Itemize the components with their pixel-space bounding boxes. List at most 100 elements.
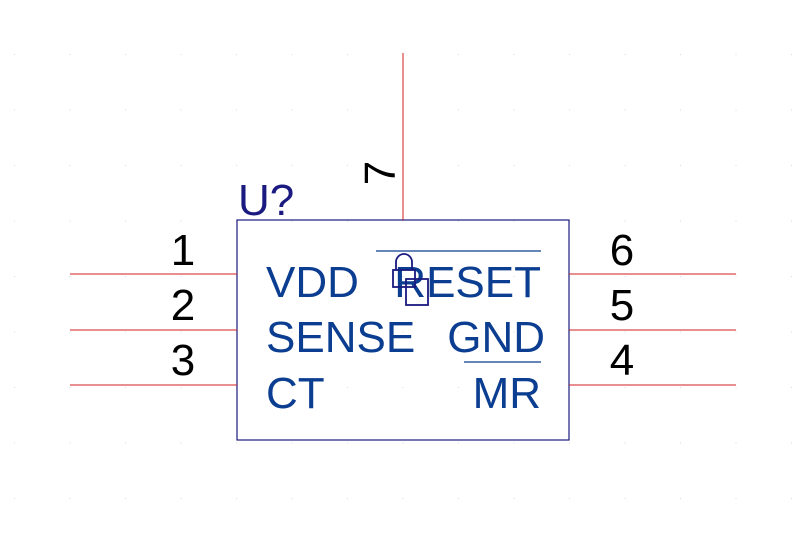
- grid-dot: [624, 165, 626, 166]
- grid-dot: [458, 276, 459, 277]
- grid-dot: [291, 498, 293, 499]
- pin-7-number: 7: [356, 161, 405, 185]
- pin-4-name: MR: [473, 369, 541, 418]
- grid-dot: [69, 331, 71, 333]
- grid-dot: [347, 165, 348, 166]
- grid-dot: [791, 276, 792, 277]
- grid-dot: [180, 442, 182, 444]
- grid-dot: [291, 442, 293, 444]
- grid-dot: [291, 331, 293, 333]
- grid-dot: [569, 54, 570, 55]
- grid-dot: [458, 331, 459, 333]
- grid-dot: [347, 220, 348, 222]
- grid-dot: [735, 331, 737, 333]
- grid-dot: [180, 387, 182, 388]
- grid-dot: [735, 165, 737, 166]
- grid-dot: [680, 442, 681, 444]
- pin-3-number: 3: [171, 336, 195, 385]
- grid-dot: [624, 276, 626, 277]
- grid-dot: [458, 165, 459, 166]
- grid-dot: [680, 387, 681, 388]
- grid-dot: [125, 331, 126, 333]
- grid-dot: [624, 220, 626, 222]
- grid-dot: [735, 442, 737, 444]
- grid-dot: [735, 54, 737, 55]
- grid-dot: [458, 498, 459, 499]
- grid-dot: [347, 387, 348, 388]
- grid-dot: [458, 387, 459, 388]
- grid-dot: [624, 331, 626, 333]
- grid-dot: [402, 331, 404, 333]
- grid-dot: [513, 165, 515, 166]
- grid-dot: [680, 54, 681, 55]
- grid-dot: [14, 109, 15, 111]
- lock-icon: [392, 253, 429, 306]
- pin-4-number: 4: [610, 336, 634, 385]
- pin-2-name: SENSE: [266, 313, 415, 362]
- grid-dot: [513, 109, 515, 111]
- grid-dot: [69, 442, 71, 444]
- grid-dot: [69, 109, 71, 111]
- grid-dot: [180, 276, 182, 277]
- grid-dot: [125, 54, 126, 55]
- grid-dot: [14, 442, 15, 444]
- grid-dot: [236, 498, 237, 499]
- grid-dot: [69, 276, 71, 277]
- grid-dot: [735, 387, 737, 388]
- grid-dot: [125, 109, 126, 111]
- grid-dot: [291, 220, 293, 222]
- grid-dot: [347, 442, 348, 444]
- grid-dot: [180, 331, 182, 333]
- grid-dot: [624, 387, 626, 388]
- grid-dot: [69, 54, 71, 55]
- grid-dot: [569, 109, 570, 111]
- grid-dot: [125, 276, 126, 277]
- pin-1-name: VDD: [266, 258, 359, 307]
- grid-dot: [791, 109, 792, 111]
- grid-dot: [125, 220, 126, 222]
- grid-dot: [402, 387, 404, 388]
- grid-dot: [180, 54, 182, 55]
- grid-dot: [791, 387, 792, 388]
- grid-dot: [458, 220, 459, 222]
- grid-dot: [69, 387, 71, 388]
- grid-dot: [14, 276, 15, 277]
- grid-dot: [569, 442, 570, 444]
- grid-dot: [569, 498, 570, 499]
- grid-dot: [291, 109, 293, 111]
- grid-dot: [180, 109, 182, 111]
- pin-3-name: CT: [266, 369, 325, 418]
- grid-dot: [236, 165, 237, 166]
- grid-dot: [402, 442, 404, 444]
- grid-dot: [735, 220, 737, 222]
- grid-dot: [458, 109, 459, 111]
- pin-6-number: 6: [610, 226, 634, 275]
- grid-dot: [680, 276, 681, 277]
- grid-dot: [680, 331, 681, 333]
- grid-dot: [791, 331, 792, 333]
- grid-dot: [680, 165, 681, 166]
- grid-dot: [180, 220, 182, 222]
- grid-dot: [347, 276, 348, 277]
- grid-dot: [513, 442, 515, 444]
- grid-dot: [347, 54, 348, 55]
- grid-dot: [69, 498, 71, 499]
- grid-dot: [180, 165, 182, 166]
- grid-dot: [513, 331, 515, 333]
- grid-dot: [624, 54, 626, 55]
- grid-dot: [791, 220, 792, 222]
- grid-dot: [347, 109, 348, 111]
- grid-dot: [14, 387, 15, 388]
- grid-dot: [69, 220, 71, 222]
- pin-6-name: RESET: [394, 258, 541, 307]
- grid-dot: [458, 442, 459, 444]
- grid-dot: [791, 165, 792, 166]
- grid-dot: [735, 498, 737, 499]
- grid-dot: [513, 276, 515, 277]
- grid-dot: [624, 498, 626, 499]
- grid-dot: [291, 165, 293, 166]
- grid-dot: [125, 442, 126, 444]
- grid-dot: [69, 165, 71, 166]
- grid-dot: [347, 331, 348, 333]
- grid-dot: [402, 498, 404, 499]
